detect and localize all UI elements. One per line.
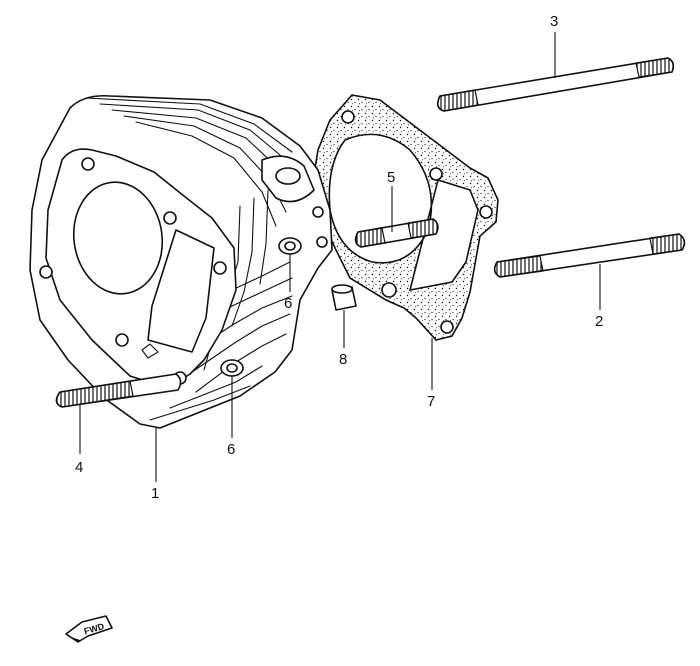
callout-8: 8 (339, 351, 347, 368)
stud-bolt-2 (493, 233, 686, 278)
stud-bolt-3 (436, 57, 675, 112)
stud-bolt-5 (354, 218, 439, 248)
callout-6-upper: 6 (284, 295, 292, 312)
o-ring-6-lower (220, 359, 244, 377)
callout-4: 4 (75, 459, 83, 476)
stud-bolt-4 (55, 373, 182, 408)
callout-6-lower: 6 (227, 441, 235, 458)
callout-1: 1 (151, 485, 159, 502)
callout-3: 3 (550, 13, 558, 30)
callout-5: 5 (387, 169, 395, 186)
cylinder-block-1 (29, 94, 333, 429)
callout-2: 2 (595, 313, 603, 330)
o-ring-6-upper (278, 237, 302, 255)
forward-direction-badge: FWD (65, 615, 113, 643)
cylinder-gasket-7 (311, 94, 499, 341)
callout-7: 7 (427, 393, 435, 410)
dowel-pin-8 (331, 284, 357, 311)
